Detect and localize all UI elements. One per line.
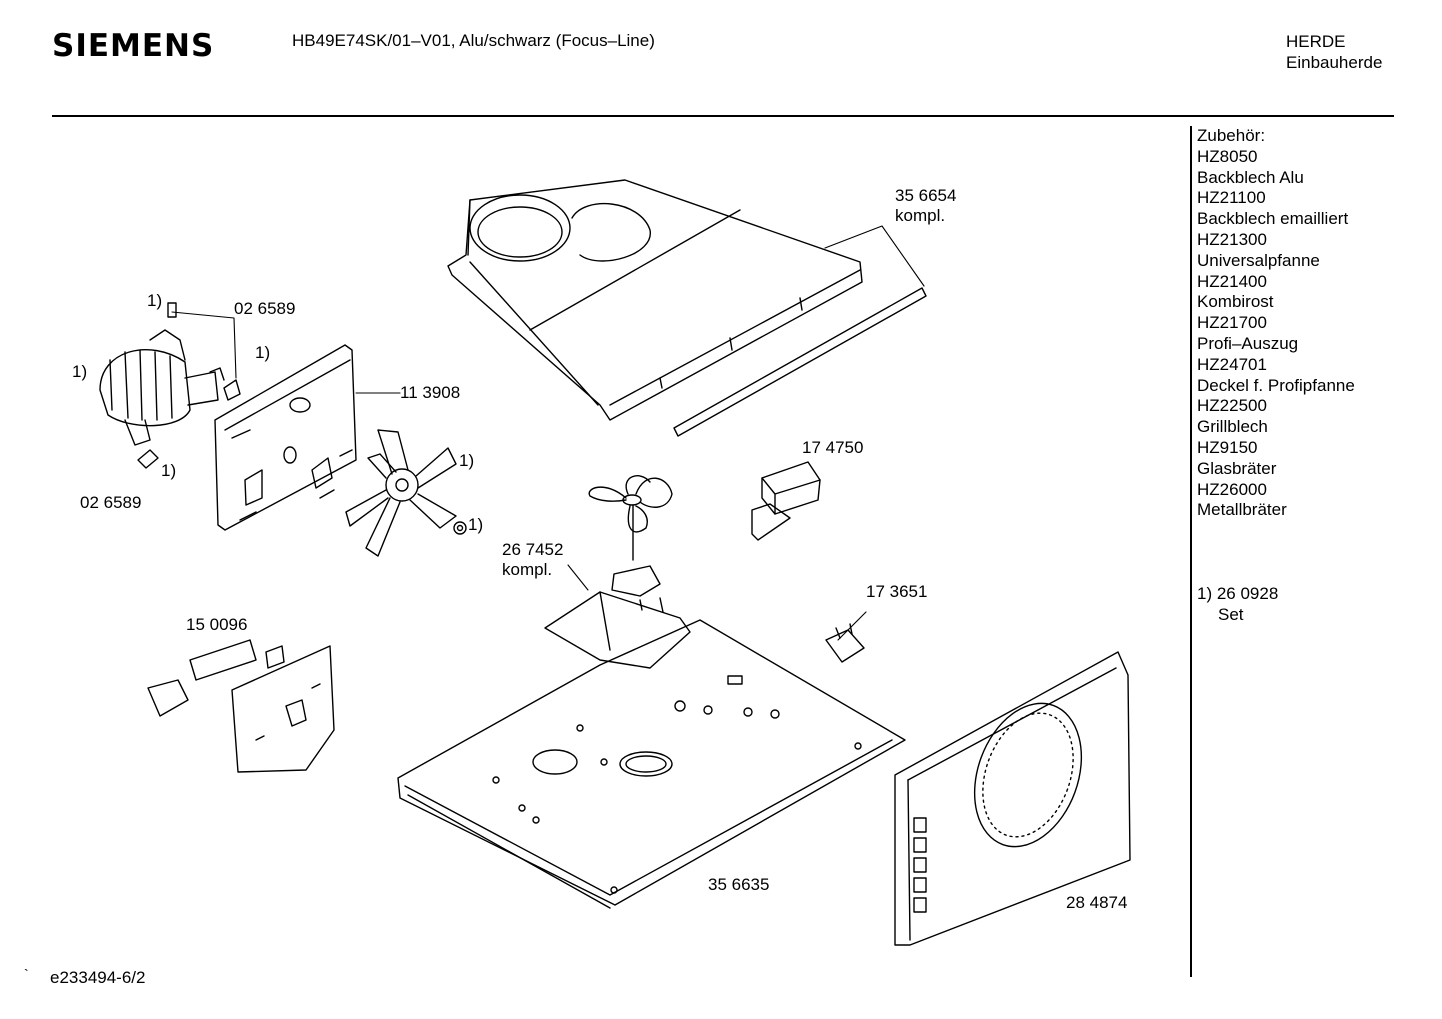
thermostat-part: [825, 623, 865, 663]
part-label-173651: 17 3651: [866, 582, 928, 601]
footnote-marker: 1): [459, 451, 475, 470]
duct-cover-part: [447, 179, 927, 437]
footnote-marker: 1): [468, 515, 484, 534]
footnote-marker: 1): [147, 291, 163, 310]
accessory-item: Backblech emailliert: [1197, 209, 1349, 229]
header-rule: [52, 115, 1394, 117]
accessory-item: HZ21700: [1197, 313, 1267, 333]
leader-lines: [171, 225, 925, 641]
accessory-item: HZ21300: [1197, 229, 1267, 249]
part-label-174750: 17 4750: [802, 438, 864, 457]
category-sub: Einbauherde: [1286, 53, 1383, 72]
accessory-item: Grillblech: [1197, 417, 1268, 437]
accessory-item: HZ9150: [1197, 437, 1258, 457]
footnote-marker: 1): [255, 343, 271, 362]
part-label-267452: 26 7452 kompl.: [502, 540, 564, 579]
part-label-113908: 11 3908: [400, 383, 461, 402]
footnote-ref: 1) 26 0928: [1197, 584, 1279, 603]
oven-base-part: [397, 619, 906, 909]
accessory-item: Metallbräter: [1197, 500, 1287, 520]
rear-panel-part: [214, 344, 357, 531]
fan-motor-part: [99, 302, 241, 469]
accessory-item: Glasbräter: [1197, 458, 1277, 478]
category-main: HERDE: [1286, 32, 1346, 51]
document-id: e233494-6/2: [50, 968, 146, 987]
accessory-item: Deckel f. Profipfanne: [1197, 375, 1355, 395]
back-cover-part: [894, 651, 1131, 946]
sidebar-rule: [1190, 126, 1192, 977]
part-label-356635: 35 6635: [708, 875, 770, 894]
accessory-item: Universalpfanne: [1197, 250, 1320, 270]
accessory-item: HZ22500: [1197, 396, 1267, 416]
footnote-set: Set: [1218, 605, 1244, 624]
part-label-026589-top: 02 6589: [234, 299, 296, 318]
accessory-item: HZ24701: [1197, 354, 1267, 374]
accessory-heading: Zubehör:: [1197, 126, 1266, 145]
accessory-item: HZ8050: [1197, 146, 1258, 166]
part-label-026589-bottom: 02 6589: [80, 493, 142, 512]
part-label-284874: 28 4874: [1066, 893, 1128, 912]
accessory-item: Kombirost: [1197, 292, 1274, 312]
model-title: HB49E74SK/01–V01, Alu/schwarz (Focus–Lin…: [292, 31, 655, 50]
footnote-marker: 1): [72, 362, 88, 381]
part-label-150096: 15 0096: [186, 615, 248, 634]
accessories-list: Zubehör: HZ8050 Backblech Alu HZ21100 Ba…: [1197, 126, 1355, 521]
brand-logo: SIEMENS: [52, 28, 215, 64]
footnote-marker: 1): [161, 461, 177, 480]
accessory-item: HZ21400: [1197, 271, 1267, 291]
accessory-item: Backblech Alu: [1197, 167, 1304, 187]
accessory-item: Profi–Auszug: [1197, 333, 1299, 353]
exploded-parts-drawing: [99, 179, 1131, 946]
accessory-item: HZ21100: [1197, 188, 1266, 208]
switch-assembly-part: [147, 639, 335, 773]
corner-tick: `: [24, 966, 29, 982]
convection-fan-part: [544, 475, 691, 669]
relay-part: [751, 461, 821, 541]
part-label-356654: 35 6654 kompl.: [895, 186, 957, 225]
footnote: 1) 26 0928 Set: [1197, 583, 1278, 625]
fan-wheel-part: [345, 429, 467, 557]
category-block: HERDE Einbauherde: [1286, 31, 1382, 73]
accessory-item: HZ26000: [1197, 479, 1267, 499]
